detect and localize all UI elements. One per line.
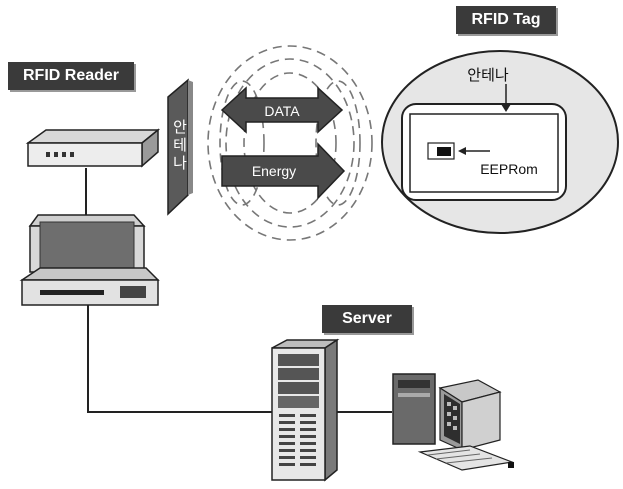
data-arrow-label: DATA [264,103,300,119]
data-arrow: DATA [220,86,344,134]
server-rack [271,338,340,482]
desktop-pc [19,214,160,306]
workstation [392,373,515,471]
reader-antenna-char-1: 안 [173,119,187,136]
rfid-tag-label: RFID Tag [456,6,556,34]
reader-antenna-panel: 안 테 나 [167,78,193,216]
rfid-reader-label: RFID Reader [8,62,134,90]
tag-chip-label: EEPRom [480,161,538,177]
energy-arrow: Energy [221,142,346,200]
rf-field-lines [207,45,373,241]
reader-antenna-char-2: 테 [173,137,187,154]
server-label: Server [322,305,412,333]
pc-to-server-line [87,305,272,413]
energy-arrow-label: Energy [252,163,296,179]
reader-antenna-char-3: 나 [173,155,187,172]
rfid-tag: 안테나 EEPRom [381,50,619,234]
tag-chip [437,147,451,156]
tag-antenna-label: 안테나 [467,67,509,84]
reader-device [25,128,161,168]
reader-indicator-lights [46,152,74,157]
